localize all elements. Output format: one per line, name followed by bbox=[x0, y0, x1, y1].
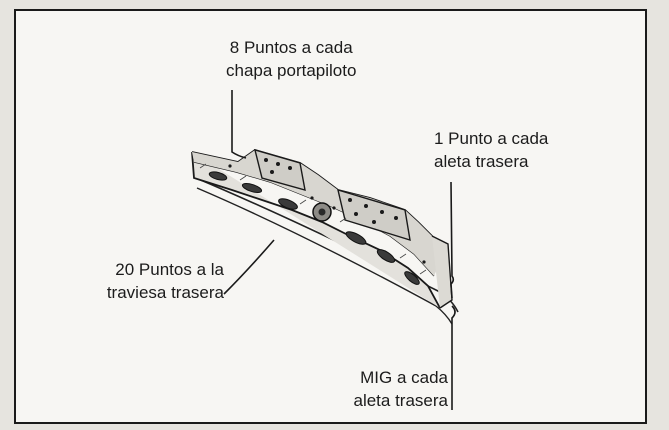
label-mig-rear-fin-line1: MIG a cada bbox=[360, 368, 448, 387]
label-mig-rear-fin: MIG a cada aleta trasera bbox=[288, 366, 449, 412]
end-flange-right bbox=[431, 235, 453, 309]
spot-weld-dots bbox=[228, 158, 426, 264]
label-pilot-plate-spots-line1: 8 Puntos a cada bbox=[229, 38, 353, 57]
label-crossmember-spots-line2: traviesa trasera bbox=[106, 283, 224, 302]
pilot-plate-right bbox=[337, 188, 411, 242]
body-panel-curve-lower bbox=[196, 187, 453, 325]
rear-crossmember-part bbox=[191, 148, 453, 309]
leader-line-left bbox=[223, 239, 275, 295]
leader-line-top bbox=[231, 90, 247, 159]
label-rear-fin-spot: 1 Punto a cada aleta trasera bbox=[434, 127, 548, 173]
label-pilot-plate-spots: 8 Puntos a cada chapa portapiloto bbox=[226, 36, 356, 82]
label-crossmember-spots: 20 Puntos a la traviesa trasera bbox=[46, 258, 224, 304]
leader-line-bottom bbox=[451, 305, 456, 410]
label-rear-fin-spot-line1: 1 Punto a cada bbox=[434, 129, 549, 148]
label-mig-rear-fin-line2: aleta trasera bbox=[353, 391, 449, 410]
label-rear-fin-spot-line2: aleta trasera bbox=[434, 152, 529, 171]
label-crossmember-spots-line1: 20 Puntos a la bbox=[115, 260, 224, 279]
label-pilot-plate-spots-line2: chapa portapiloto bbox=[226, 61, 357, 80]
leader-line-right bbox=[450, 181, 455, 299]
